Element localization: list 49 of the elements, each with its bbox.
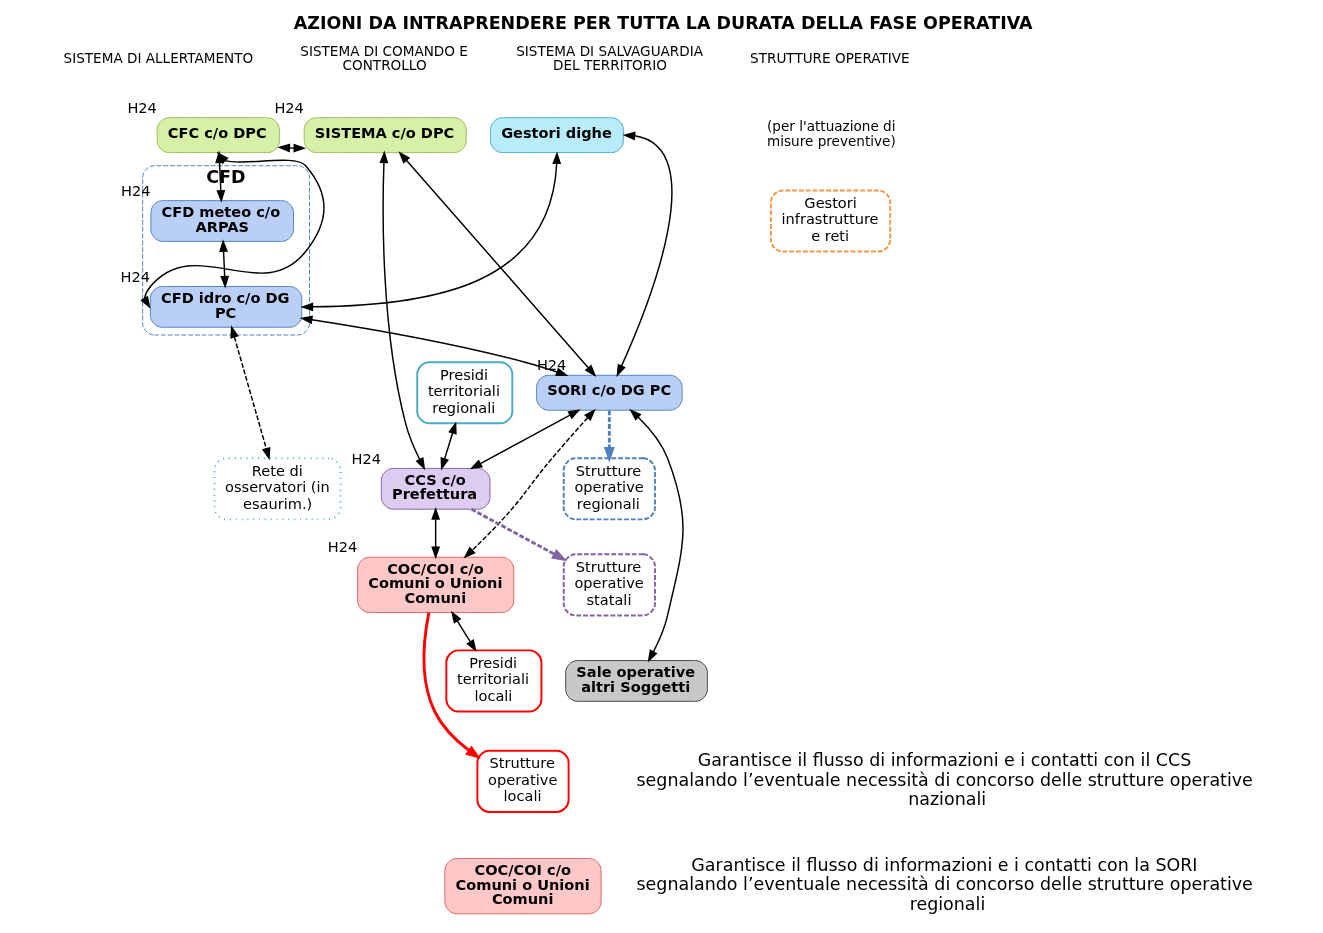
label: Garantisce il flusso di informazioni e i contatti con il CCS segnalando l’eventuale necessità di concorso delle strutture operative nazionali xyxy=(636,750,1253,810)
node-box: Strutture operative statali xyxy=(562,553,656,617)
node-label: H24 xyxy=(327,538,358,556)
node-box: SISTEMA c/o DPC xyxy=(303,117,467,154)
node-label: H24 xyxy=(274,98,304,116)
arrow xyxy=(463,408,596,559)
node-box: CFD idro c/o DG PC xyxy=(149,286,303,328)
label: SISTEMA DI ALLERTAMENTO xyxy=(63,50,254,67)
arrow xyxy=(469,409,581,470)
node-box: CFD meteo c/o ARPAS xyxy=(150,200,294,242)
node-label: H24 xyxy=(351,449,382,467)
node-box: Strutture operative regionali xyxy=(562,457,656,521)
arrow xyxy=(629,408,684,663)
arrow xyxy=(431,507,441,560)
label: SISTEMA DI COMANDO E CONTROLLO xyxy=(300,42,468,74)
node-box: CCS c/o Prefettura xyxy=(380,467,491,510)
node-box: Presidi territoriali regionali xyxy=(416,361,514,425)
arrow xyxy=(219,239,230,289)
node-box: Gestori dighe xyxy=(490,117,624,154)
node-box: COC/COI c/o Comuni o Unioni Comuni xyxy=(357,556,515,613)
node-label: H24 xyxy=(121,181,151,199)
node-label: H24 xyxy=(127,98,157,116)
arrow xyxy=(398,151,597,377)
label: Garantisce il flusso di informazioni e i contatti con la SORI segnalando l’eventuale necessità di concorso delle strutture operative regionali xyxy=(636,855,1253,914)
arrow xyxy=(277,143,307,153)
diagram-title: AZIONI DA INTRAPRENDERE PER TUTTA LA DURATA DELLA FASE OPERATIVA xyxy=(293,12,1033,33)
arrow xyxy=(470,508,568,562)
arrow xyxy=(422,612,481,760)
node-label: H24 xyxy=(536,356,567,374)
arrow xyxy=(379,150,426,471)
arrow xyxy=(440,421,457,471)
label: SISTEMA DI SALVAGUARDIA DEL TERRITORIO xyxy=(516,42,704,74)
node-box: CFC c/o DPC xyxy=(156,117,280,154)
arrow xyxy=(616,131,673,377)
node-box: Sale operative altri Soggetti xyxy=(565,660,708,702)
node-box: Rete di osservatori (in esaurim.) xyxy=(213,457,342,521)
node-box: Gestori infrastrutture e reti xyxy=(769,189,892,253)
arrow xyxy=(299,315,569,376)
arrow xyxy=(300,151,562,312)
node-box: SORI c/o DG PC xyxy=(536,374,683,411)
node-box: COC/COI c/o Comuni o Unioni Comuni xyxy=(444,858,602,915)
arrow xyxy=(230,325,271,461)
node-box: Strutture operative locali xyxy=(476,749,570,813)
label: STRUTTURE OPERATIVE xyxy=(750,50,910,67)
node-box: Presidi territoriali locali xyxy=(445,649,543,713)
label: (per l'attuazione di misure preventive) xyxy=(767,118,896,150)
node-label: H24 xyxy=(120,267,151,285)
arrow xyxy=(603,410,615,463)
arrow xyxy=(451,610,477,653)
